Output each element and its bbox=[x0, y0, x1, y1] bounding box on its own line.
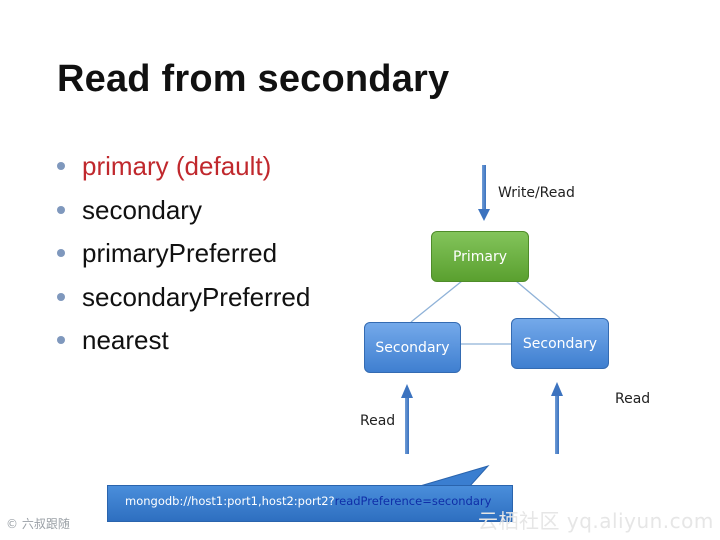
bullet-label: primaryPreferred bbox=[82, 238, 278, 268]
slide-title: Read from secondary bbox=[57, 58, 450, 100]
read-arrow-right-icon bbox=[551, 382, 563, 454]
primary-secondary-right-link bbox=[515, 280, 561, 319]
watermark-left: © 六叔跟随 bbox=[6, 517, 70, 531]
secondary-node-right: Secondary bbox=[511, 318, 609, 369]
primary-node-label: Primary bbox=[452, 248, 508, 265]
read-arrow-left-icon bbox=[401, 384, 413, 454]
bullet-label: secondaryPreferred bbox=[82, 281, 311, 312]
primary-node: Primary bbox=[431, 231, 529, 282]
connection-uri: mongodb://host1:port1,host2:port2?readPr… bbox=[125, 494, 491, 508]
bullet-dot-icon bbox=[57, 336, 65, 344]
bullet-dot-icon bbox=[57, 205, 65, 214]
read-label-right: Read bbox=[615, 391, 651, 407]
write-read-arrow-icon bbox=[478, 165, 490, 221]
bullet-secondary-preferred: secondaryPreferred bbox=[57, 279, 310, 323]
bullet-nearest: nearest bbox=[57, 322, 310, 366]
bullet-dot-icon bbox=[57, 162, 65, 170]
connection-uri-box bbox=[107, 485, 513, 522]
bullet-label: secondary bbox=[82, 194, 202, 225]
bullet-primary-default: primary (default) bbox=[57, 148, 310, 192]
secondary-node-left: Secondary bbox=[364, 322, 461, 373]
read-label-left: Read bbox=[360, 413, 396, 429]
bullet-dot-icon bbox=[57, 249, 65, 257]
bullet-secondary: secondary bbox=[57, 192, 310, 236]
write-read-label: Write/Read bbox=[498, 185, 575, 201]
primary-secondary-left-link bbox=[410, 280, 463, 323]
uri-read-preference: readPreference=secondary bbox=[334, 494, 492, 508]
uri-callout-pointer bbox=[419, 465, 490, 487]
bullet-label: nearest bbox=[82, 325, 169, 355]
secondary-node-label: Secondary bbox=[522, 335, 598, 352]
uri-prefix: mongodb://host1:port1,host2:port2? bbox=[125, 494, 335, 508]
read-preference-list: primary (default) secondary primaryPrefe… bbox=[57, 148, 310, 366]
bullet-dot-icon bbox=[57, 292, 65, 301]
bullet-primary-preferred: primaryPreferred bbox=[57, 235, 310, 279]
bullet-label: primary (default) bbox=[82, 151, 272, 181]
secondary-node-label: Secondary bbox=[375, 339, 450, 356]
watermark-right: 云栖社区 yq.aliyun.com bbox=[478, 509, 714, 533]
